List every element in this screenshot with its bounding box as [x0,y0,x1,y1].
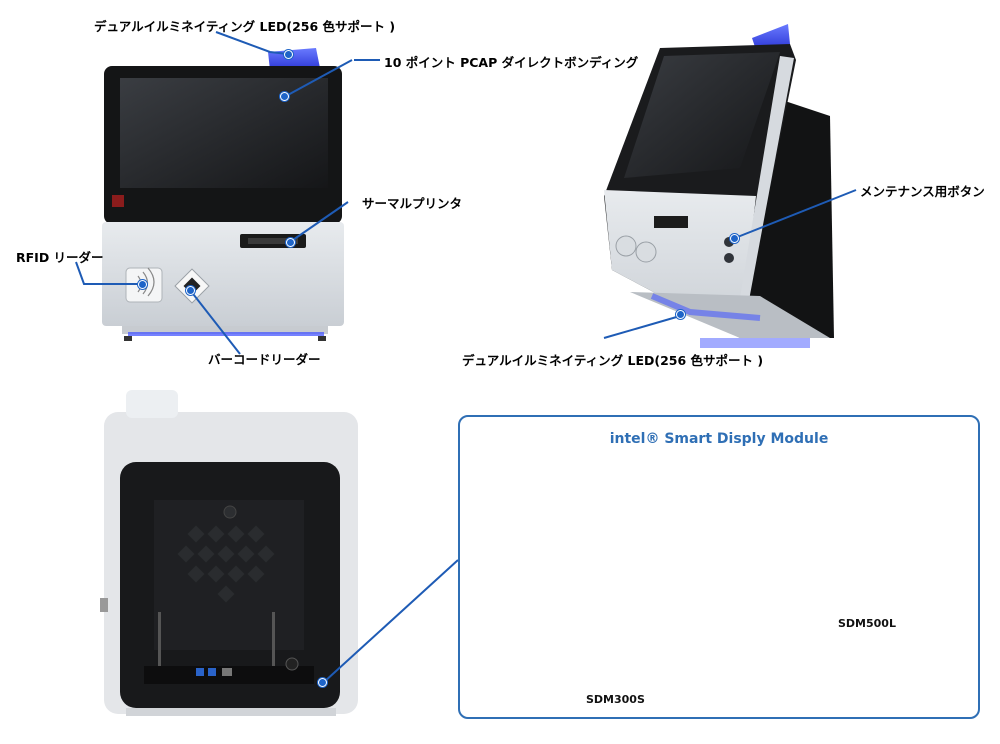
module-label-sdm500l: SDM500L [838,617,896,630]
panel-title: intel® Smart Disply Module [609,431,829,447]
callout-dot-barcode [186,286,195,295]
callout-maintenance: メンテナンス用ボタン [860,184,985,199]
callout-led-bottom: デュアルイルミネイティング LED(256 色サポート ) [462,353,764,368]
smart-display-module-panel: intel® Smart Disply Module SDM300S SDM50… [458,415,980,719]
callout-dot-led-bottom [676,310,685,319]
kiosk-front-view [102,48,344,341]
callout-dot-maintenance [730,234,739,243]
callout-dot-module [318,678,327,687]
callout-rfid: RFID リーダー [16,250,104,265]
callout-dot-rfid [138,280,147,289]
callout-pcap: 10 ポイント PCAP ダイレクトボンディング [384,55,639,70]
kiosk-side-view [604,24,834,348]
callout-dot-pcap [280,92,289,101]
kiosk-back-view [100,390,358,716]
module-label-sdm300s: SDM300S [586,693,645,706]
callout-led-top: デュアルイルミネイティング LED(256 色サポート ) [94,19,396,34]
callout-dot-printer [286,238,295,247]
callout-thermal-printer: サーマルプリンタ [362,196,463,211]
callout-barcode: バーコードリーダー [208,352,321,367]
leader-lines [75,31,857,683]
callout-dot-led-top [284,50,293,59]
